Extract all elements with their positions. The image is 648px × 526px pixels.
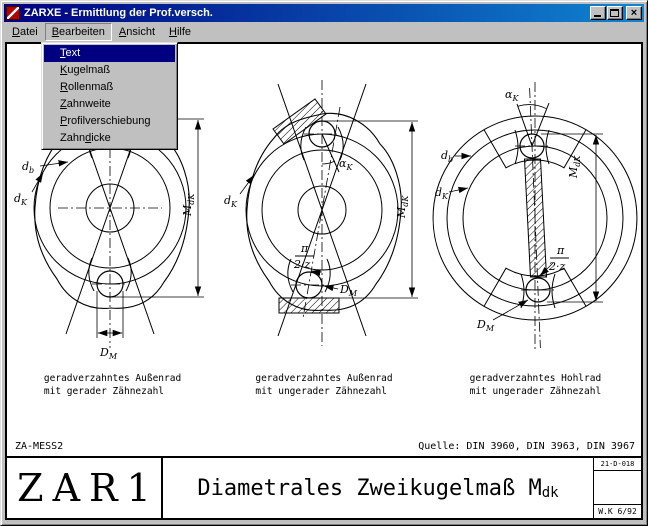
- label-two-z: 2·z: [548, 260, 565, 273]
- dk-leader: [239, 174, 255, 195]
- drawing-sheet: MdK db dK DM geradverzahntes Außenrad: [5, 42, 643, 520]
- label-dk: dK: [435, 186, 449, 201]
- gear-blank-outline: [246, 112, 402, 311]
- pressure-angle-line: [516, 103, 533, 147]
- label-mdk: MdK: [567, 155, 582, 179]
- menu-hilfe[interactable]: Hilfe: [169, 25, 192, 38]
- label-pi: π: [556, 244, 565, 257]
- tooth-flank: [514, 129, 519, 165]
- ring-gear-top-sector: [483, 115, 588, 169]
- pressure-angle-line: [531, 102, 550, 147]
- figure-internal-odd: αK MdK π 2·z db dK: [432, 82, 638, 352]
- figure-3-caption: geradverzahntes Hohlrad mit ungerader Zä…: [469, 373, 602, 397]
- tooth-flank: [87, 257, 94, 292]
- mdk-dimension: [541, 133, 604, 303]
- title-bar[interactable]: ZARXE - Ermittlung der Prof.versch. ×: [4, 4, 644, 22]
- label-dm: DM: [339, 283, 358, 298]
- measuring-ball-top: [519, 133, 546, 159]
- figure-2-caption: geradverzahntes Außenrad mit ungerader Z…: [255, 373, 393, 397]
- label-dk: dK: [14, 192, 28, 207]
- label-pi: π: [300, 242, 309, 255]
- figure-external-odd: αK π 2·z MdK dK DM: [224, 80, 418, 346]
- title-block-right: 21-D-018 W.K 6/92: [593, 458, 641, 518]
- label-mdk: MdK: [395, 195, 410, 219]
- label-two-z: 2·z: [293, 258, 310, 271]
- menu-entry-zahnweite[interactable]: Zahnweite: [60, 98, 111, 110]
- dm-leader: [323, 284, 339, 292]
- alpha-arc: [518, 104, 548, 110]
- close-button[interactable]: ×: [626, 6, 642, 20]
- maximize-button[interactable]: [607, 6, 623, 20]
- dk-leader: [449, 186, 469, 194]
- menu-bearbeiten[interactable]: Bearbeiten: [44, 22, 112, 41]
- label-mdk: MdK: [181, 193, 196, 217]
- label-alpha: αK: [505, 88, 519, 103]
- maximize-icon: [610, 9, 619, 17]
- menu-entry-text[interactable]: Text: [44, 45, 175, 62]
- figure-2: αK π 2·z MdK dK DM: [218, 46, 429, 398]
- label-dm: DM: [476, 318, 495, 333]
- drawing-id: ZA-MESS2: [15, 441, 64, 452]
- label-dk: dK: [224, 194, 238, 209]
- app-icon: [6, 6, 20, 20]
- support-block: [278, 297, 340, 314]
- tooth-flank: [125, 257, 132, 292]
- dm-leader: [493, 299, 529, 321]
- label-dm: DM: [99, 346, 118, 361]
- minimize-button[interactable]: [590, 6, 606, 20]
- menu-entry-profilverschiebung[interactable]: Profilverschiebung: [60, 115, 151, 127]
- minimize-icon: [594, 15, 601, 17]
- menu-entry-kugelmass[interactable]: Kugelmaß: [60, 64, 111, 76]
- dk-leader: [31, 172, 43, 193]
- menu-bar: Datei Bearbeiten Ansicht Hilfe: [4, 22, 644, 41]
- label-alpha: αK: [339, 157, 353, 172]
- ring-rim-right: [586, 129, 638, 307]
- credit: W.K 6/92: [594, 504, 641, 518]
- db-leader: [39, 160, 68, 167]
- sheet-footer: ZA-MESS2 Quelle: DIN 3960, DIN 3963, DIN…: [15, 441, 635, 452]
- measuring-ball-bottom: [525, 277, 552, 303]
- dm-dimension: [96, 291, 123, 338]
- menu-entry-zahndicke[interactable]: Zahndicke: [60, 132, 111, 144]
- menu-ansicht[interactable]: Ansicht: [118, 25, 156, 38]
- close-icon: ×: [630, 6, 638, 19]
- gear-blank-outline: [33, 110, 190, 309]
- half-pitch-arc: [310, 269, 323, 276]
- line-of-action: [277, 83, 367, 337]
- measuring-column: [524, 158, 548, 278]
- ring-rim-left: [432, 129, 485, 307]
- pressure-angle-line: [321, 133, 340, 173]
- zar1-logo: ZAR1: [7, 458, 163, 518]
- window-title: ZARXE - Ermittlung der Prof.versch.: [24, 7, 213, 19]
- tooth-flank: [337, 126, 344, 161]
- mdk-dimension: [309, 120, 418, 299]
- label-db: db: [441, 149, 453, 164]
- measuring-anvil: [272, 98, 327, 145]
- figure-1-caption: geradverzahntes Außenrad mit gerader Zäh…: [43, 373, 182, 397]
- menu-entry-rollenmass[interactable]: Rollenmaß: [60, 81, 114, 93]
- doc-number: 21-D-018: [594, 458, 641, 471]
- source-note: Quelle: DIN 3960, DIN 3963, DIN 3967: [418, 441, 635, 452]
- figure-3: αK MdK π 2·z db dK: [430, 46, 641, 398]
- half-pitch-leader: [540, 262, 554, 277]
- label-db: db: [22, 160, 34, 175]
- tooth-flank: [287, 258, 294, 293]
- bearbeiten-dropdown: Text Kugelmaß Rollenmaß Zahnweite Profil…: [41, 42, 178, 150]
- tooth-flank: [545, 129, 550, 165]
- alpha-arc: [321, 160, 336, 165]
- menu-datei[interactable]: Datei: [12, 25, 38, 38]
- tooth-flank: [551, 273, 556, 309]
